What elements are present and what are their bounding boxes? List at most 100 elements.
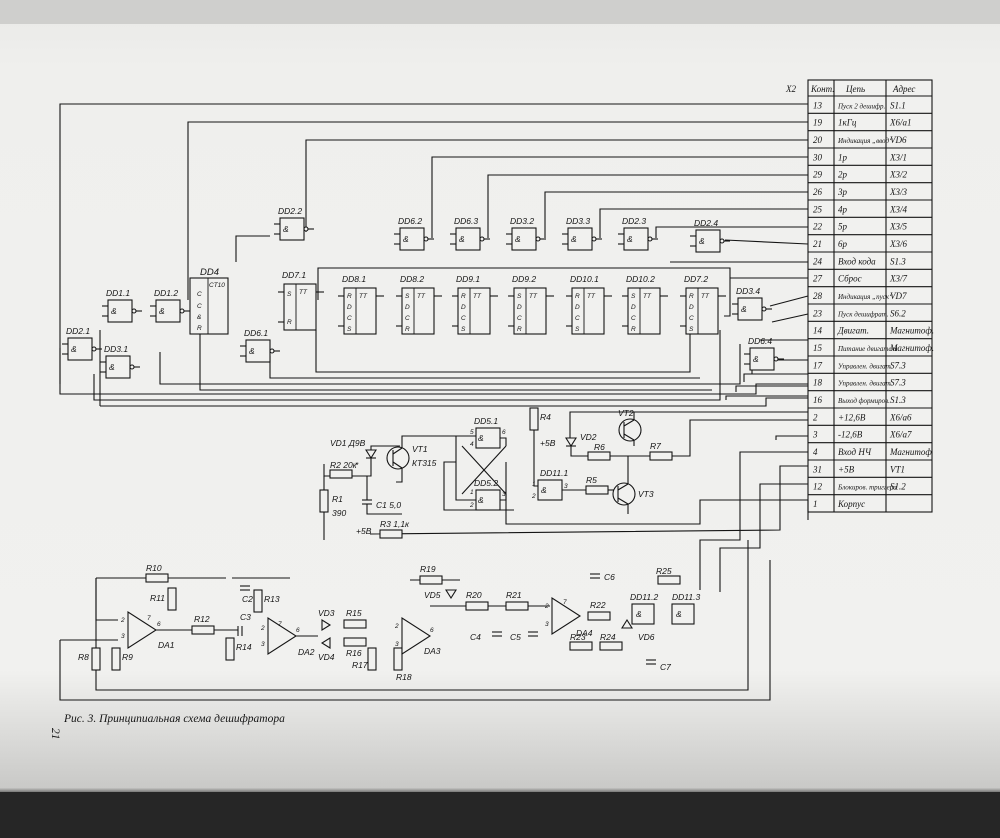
circuit-name: Пуск дешифрат.: [837, 310, 889, 318]
svg-text:D: D: [405, 304, 410, 311]
circuit-name: Сброс: [838, 274, 862, 284]
r22-label: R22: [590, 600, 606, 610]
gate-dd2-3: & DD2.3: [618, 216, 658, 251]
vt1-label: VT1: [412, 444, 428, 454]
svg-text:C: C: [347, 315, 352, 322]
contact-number: 28: [813, 291, 823, 301]
svg-text:R: R: [405, 326, 410, 333]
logic-gates: &DD2.1&DD3.1&DD1.1&DD1.2&DD2.2&DD6.1&DD6…: [62, 206, 784, 379]
r4-label: R4: [540, 412, 551, 422]
trigger-label: DD10.1: [570, 274, 599, 284]
svg-text:2: 2: [120, 617, 125, 624]
c1-label: C1 5,0: [376, 500, 401, 510]
c7-label: C7: [660, 662, 671, 672]
svg-text:S: S: [347, 326, 352, 333]
svg-text:&: &: [699, 236, 705, 246]
gate-dd3-4: &DD3.4: [732, 286, 772, 321]
svg-text:D: D: [347, 304, 352, 311]
trigger-label: DD8.1: [342, 274, 366, 284]
gate-dd3-2: &DD3.2: [506, 216, 546, 251]
r6-label: R6: [594, 442, 605, 452]
svg-text:4: 4: [470, 441, 474, 448]
circuit-name: -12,6В: [838, 430, 863, 440]
r1-label: R1: [332, 494, 343, 504]
gate-label: DD6.4: [748, 336, 772, 346]
svg-text:2: 2: [260, 625, 265, 632]
da4-label: DA4: [576, 628, 593, 638]
gate-dd6-3: &DD6.3: [450, 216, 490, 251]
address: X3/3: [889, 187, 907, 197]
svg-text:R: R: [461, 293, 466, 300]
svg-text:&: &: [197, 314, 201, 321]
svg-text:&: &: [627, 234, 633, 244]
da1-label: DA1: [158, 640, 175, 650]
svg-text:&: &: [111, 306, 117, 316]
svg-text:&: &: [403, 234, 409, 244]
svg-text:TT: TT: [417, 293, 426, 300]
r7-label: R7: [650, 441, 661, 451]
svg-text:C: C: [197, 291, 202, 298]
address: S1.1: [890, 100, 906, 110]
svg-text:&: &: [109, 362, 115, 372]
svg-text:&: &: [249, 346, 255, 356]
r19-label: R19: [420, 564, 436, 574]
svg-text:R: R: [689, 293, 694, 300]
svg-text:S: S: [631, 293, 636, 300]
address: X3/6: [889, 239, 907, 249]
address: VD7: [890, 291, 907, 301]
address: S1.3: [890, 256, 906, 266]
circuit-name: +5В: [838, 464, 855, 474]
svg-text:6: 6: [430, 627, 434, 634]
svg-text:&: &: [636, 609, 642, 619]
svg-text:TT: TT: [587, 293, 596, 300]
r16-label: R16: [346, 648, 362, 658]
r8-label: R8: [78, 652, 89, 662]
circuit-name: 4р: [838, 204, 848, 214]
figure-caption: Рис. 3. Принципиальная схема дешифратора: [63, 713, 285, 725]
svg-text:C: C: [197, 303, 202, 310]
address: Магнитоф.: [889, 326, 934, 336]
address: S6.2: [890, 308, 906, 318]
dd5-1-label: DD5.1: [474, 416, 498, 426]
gate-label: DD2.4: [694, 218, 718, 228]
svg-text:&: &: [676, 609, 682, 619]
contact-number: 16: [813, 395, 823, 405]
circuit-name: 3р: [837, 187, 848, 197]
r20-label: R20: [466, 590, 482, 600]
r18-label: R18: [396, 672, 412, 682]
gate-dd6-4: &DD6.4: [744, 336, 784, 371]
circuit-name: Питание двигателя: [837, 345, 898, 353]
trigger-label: DD7.1: [282, 270, 306, 280]
svg-text:&: &: [478, 495, 484, 505]
gate-dd1-2: &DD1.2: [150, 288, 190, 323]
counter-label: DD4: [200, 267, 219, 278]
svg-text:6: 6: [296, 627, 300, 634]
svg-text:C: C: [689, 315, 694, 322]
address: S7.3: [890, 378, 906, 388]
r3-label: R3 1,1к: [380, 519, 410, 529]
vd1-label: VD1 Д9В: [330, 438, 366, 448]
gate-label: DD2.3: [622, 216, 646, 226]
gate-label: DD1.1: [106, 288, 130, 298]
vd5-label: VD5: [424, 590, 441, 600]
trigger-label: DD9.1: [456, 274, 480, 284]
svg-text:R: R: [575, 293, 580, 300]
connector-name: X2: [785, 84, 796, 94]
c6-label: C6: [604, 572, 615, 582]
svg-text:&: &: [515, 234, 521, 244]
circuit-name: +12,6В: [838, 412, 866, 422]
